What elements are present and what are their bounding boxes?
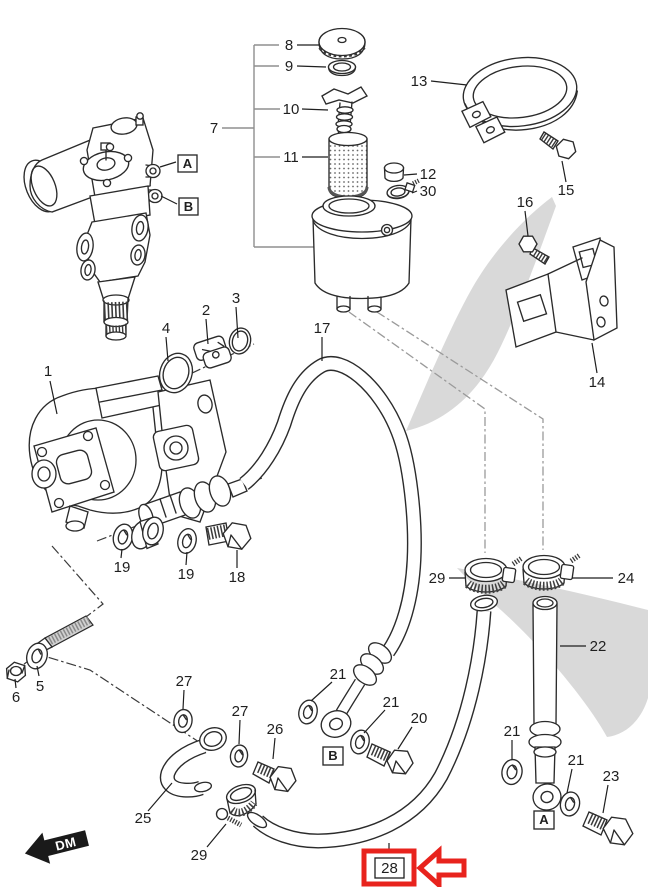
elbow-hose-25 [159, 727, 227, 798]
callout-23: 23 [603, 768, 620, 785]
bolt-18 [205, 522, 252, 550]
stud [37, 615, 94, 652]
callout-18: 18 [229, 569, 246, 586]
callout-16: 16 [517, 194, 534, 211]
callout-20: 20 [411, 710, 428, 727]
callout-25: 25 [135, 810, 152, 827]
callout-7: 7 [210, 120, 218, 137]
orientation-arrow-icon: DM [24, 830, 89, 864]
bolt-15 [539, 131, 577, 160]
breather-cap [383, 162, 405, 183]
callout-21-c: 21 [504, 723, 521, 740]
coupling-2 [193, 335, 232, 369]
highlighted-callout-28[interactable]: 28 [361, 845, 467, 887]
small-clamp-30 [386, 177, 422, 200]
washer-21-d [559, 791, 581, 817]
washer-21-b [350, 729, 370, 755]
o-ring-4 [158, 352, 194, 394]
bolt-26 [252, 761, 297, 793]
reservoir-filter [327, 131, 369, 200]
callout-24: 24 [618, 570, 635, 587]
callout-29-a: 29 [191, 847, 208, 864]
reservoir-body [311, 195, 413, 313]
washer-5 [26, 642, 48, 670]
callout-29-b: 29 [429, 570, 446, 587]
callout-28-box [374, 857, 405, 879]
washer-27-a [173, 708, 193, 734]
callout-2: 2 [202, 302, 210, 319]
callout-21-b: 21 [383, 694, 400, 711]
callout-13: 13 [411, 73, 428, 90]
callout-19-a: 19 [114, 559, 131, 576]
callout-17: 17 [314, 320, 331, 337]
steering-gear-assembly [23, 112, 163, 341]
callout-27-b: 27 [232, 703, 249, 720]
ref-box-b-hose: B [322, 746, 344, 766]
ring-3 [228, 327, 252, 355]
reservoir-hose-centerlines [348, 311, 544, 553]
callout-21-d: 21 [568, 752, 585, 769]
bracket-14 [505, 237, 618, 348]
callout-10: 10 [283, 101, 300, 118]
callout-19-b: 19 [178, 566, 195, 583]
pump-assembly [28, 375, 227, 532]
nut-6 [5, 661, 27, 683]
reservoir-cap [318, 27, 366, 60]
callout-28: 28 [381, 860, 398, 877]
callout-15: 15 [558, 182, 575, 199]
suction-pipe-22 [528, 595, 562, 811]
bushing [131, 516, 164, 550]
svg-text:A: A [539, 812, 549, 827]
svg-text:B: B [184, 199, 193, 214]
callout-11: 11 [283, 149, 299, 166]
band-clamp-13 [460, 56, 578, 144]
svg-text:B: B [328, 748, 337, 763]
callout-22: 22 [590, 638, 607, 655]
hose-clamp-24 [522, 552, 582, 591]
washer-19-a [112, 523, 134, 551]
bolt-16 [518, 235, 550, 265]
callout-leader-lines [14, 44, 613, 851]
hose-clamp-29-a [215, 783, 258, 828]
callout-26: 26 [267, 721, 284, 738]
callout-4: 4 [162, 320, 170, 337]
callout-6: 6 [12, 689, 20, 706]
callout-7-bracket [222, 44, 316, 248]
callout-27-a: 27 [176, 673, 193, 690]
bolt-20 [366, 743, 414, 775]
hose-28 [246, 594, 499, 849]
washer-21-a [298, 699, 318, 725]
bolt-23 [582, 811, 634, 846]
highlight-arrow-icon [416, 845, 467, 887]
svg-text:A: A [183, 156, 193, 171]
callout-12: 12 [420, 166, 437, 183]
callout-30: 30 [420, 183, 437, 200]
ref-box-a-pipe: A [533, 810, 555, 830]
washer-19-b [177, 528, 197, 554]
ref-box-b-gear: B [178, 197, 199, 216]
union-fitting [138, 475, 248, 529]
reservoir-cap-seal [327, 59, 357, 77]
callout-21-a: 21 [330, 666, 347, 683]
shading-swoosh-upper [406, 197, 556, 431]
hose-17 [239, 356, 422, 738]
callout-9: 9 [285, 58, 293, 75]
callout-14: 14 [589, 374, 606, 391]
callout-8: 8 [285, 37, 293, 54]
callout-5: 5 [36, 678, 44, 695]
callout-1: 1 [44, 363, 52, 380]
orientation-mark-label: DM [54, 834, 78, 854]
washer-21-c [501, 758, 523, 786]
washer-27-b [229, 744, 249, 768]
hose-clamp-29-b [464, 555, 524, 594]
callout-3: 3 [232, 290, 240, 307]
ref-box-a-gear: A [177, 154, 198, 173]
